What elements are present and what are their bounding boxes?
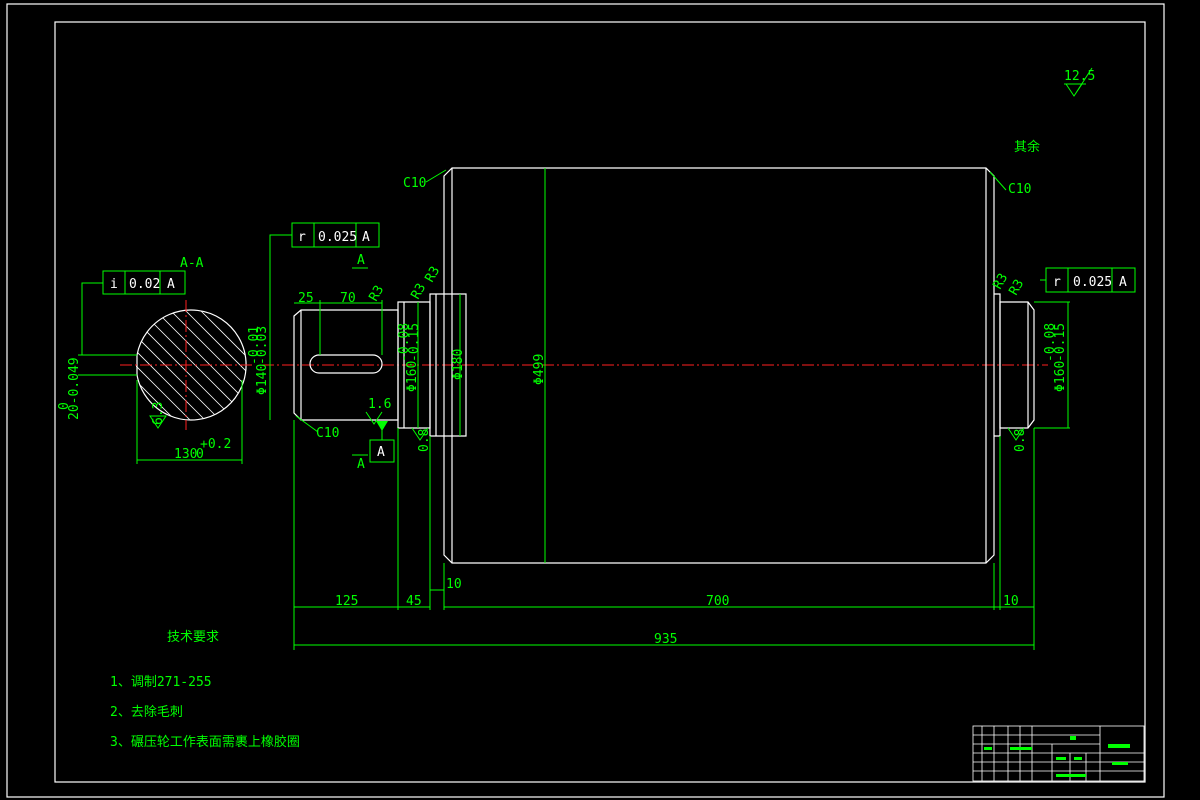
radius-label-3: R3 bbox=[422, 264, 443, 285]
dim-phi160-right-tol-upper: -0.08 bbox=[1043, 323, 1058, 362]
tolerance-frame-right: r 0.025 A bbox=[1040, 267, 1136, 293]
dim-25: 25 bbox=[298, 291, 314, 306]
dim-10-right: 10 bbox=[1003, 594, 1019, 609]
dim-phi499: Φ499 bbox=[532, 354, 547, 385]
shoulder-left bbox=[429, 293, 467, 437]
section-roughness: 6.3 bbox=[151, 402, 166, 425]
radius-label-1: R3 bbox=[366, 283, 387, 304]
requirement-3: 3、碾压轮工作表面需裹上橡胶圈 bbox=[110, 734, 300, 750]
datum-symbol: A bbox=[369, 421, 395, 463]
dim-phi160-left-tol-lower: -0.15 bbox=[407, 323, 422, 362]
dim-phi160-left: Φ160 bbox=[405, 361, 420, 392]
roughness-value: 12.5 bbox=[1064, 69, 1095, 84]
roller-body bbox=[443, 167, 995, 564]
frame-symbol: i bbox=[110, 277, 118, 292]
frame-left-value: 0.025 bbox=[318, 230, 357, 245]
roughness-symbol: 12.5 bbox=[1064, 67, 1095, 97]
dim-130-tol-upper: +0.2 bbox=[200, 437, 231, 452]
keyway bbox=[309, 354, 383, 374]
length-dimensions: 125 45 10 700 10 935 bbox=[293, 420, 1035, 650]
title-block bbox=[972, 725, 1145, 782]
dim-phi180: Φ180 bbox=[451, 349, 466, 380]
frame-right-symbol: r bbox=[1053, 275, 1061, 290]
dim-130-tol-lower: 0 bbox=[196, 447, 204, 462]
dim-phi140-tol-lower: -0.03 bbox=[255, 326, 270, 365]
dim-phi160-left-tol-upper: -0.08 bbox=[397, 323, 412, 362]
section-view: A-A i 0.02 A bbox=[57, 256, 252, 464]
dim-phi140-tol-upper: -0.01 bbox=[247, 326, 262, 365]
frame-datum: A bbox=[167, 277, 175, 292]
frame-right-datum: A bbox=[1119, 275, 1127, 290]
key-width-tol: 0 bbox=[57, 402, 72, 410]
dim-45: 45 bbox=[406, 594, 422, 609]
requirement-2: 2、去除毛刺 bbox=[110, 705, 183, 720]
frame-left-symbol: r bbox=[298, 230, 306, 245]
radius-label-4: R3 bbox=[990, 271, 1011, 292]
dim-70: 70 bbox=[340, 291, 356, 306]
shaft-left bbox=[293, 293, 467, 437]
datum-label: A bbox=[377, 445, 385, 460]
section-label: A-A bbox=[180, 256, 204, 271]
roughness-1-6: 1.6 bbox=[368, 397, 391, 412]
remaining-surface-label: 其余 bbox=[1014, 139, 1040, 155]
technical-requirements: 技术要求 1、调制271-255 2、去除毛刺 3、碾压轮工作表面需裹上橡胶圈 bbox=[110, 630, 300, 750]
inner-border bbox=[54, 21, 1146, 783]
chamfer-left-top: C10 bbox=[403, 176, 426, 191]
section-arrow-bottom-label: A bbox=[357, 457, 365, 472]
requirements-title: 技术要求 bbox=[167, 630, 219, 645]
dim-phi160-right: Φ160 bbox=[1053, 361, 1068, 392]
dim-935: 935 bbox=[654, 632, 677, 647]
requirement-1: 1、调制271-255 bbox=[110, 675, 212, 690]
key-width-dim: 20-0.049 bbox=[67, 357, 82, 420]
dim-10-left: 10 bbox=[446, 577, 462, 592]
dim-700: 700 bbox=[706, 594, 729, 609]
shaft-right bbox=[994, 293, 1035, 437]
dim-phi140: Φ140 bbox=[255, 364, 270, 395]
outer-border bbox=[6, 3, 1165, 798]
frame-value: 0.02 bbox=[129, 277, 160, 292]
frame-right-value: 0.025 bbox=[1073, 275, 1112, 290]
roughness-0-8-right: 0.8 bbox=[1013, 429, 1028, 452]
dim-125: 125 bbox=[335, 594, 358, 609]
section-arrow-top-label: A bbox=[357, 253, 365, 268]
chamfer-shaft-end: C10 bbox=[316, 426, 339, 441]
chamfer-right-top: C10 bbox=[1008, 182, 1031, 197]
dim-130: 130 bbox=[174, 447, 197, 462]
section-tolerance-frame: i 0.02 A bbox=[78, 270, 186, 376]
radius-label-5: R3 bbox=[1006, 277, 1027, 298]
radius-label-2: R3 bbox=[408, 281, 429, 302]
frame-left-datum: A bbox=[362, 230, 370, 245]
dim-phi160-right-tol-lower: -0.15 bbox=[1053, 323, 1068, 362]
tolerance-frame-left: r 0.025 A bbox=[269, 222, 380, 310]
roughness-0-8-left: 0.8 bbox=[417, 429, 432, 452]
